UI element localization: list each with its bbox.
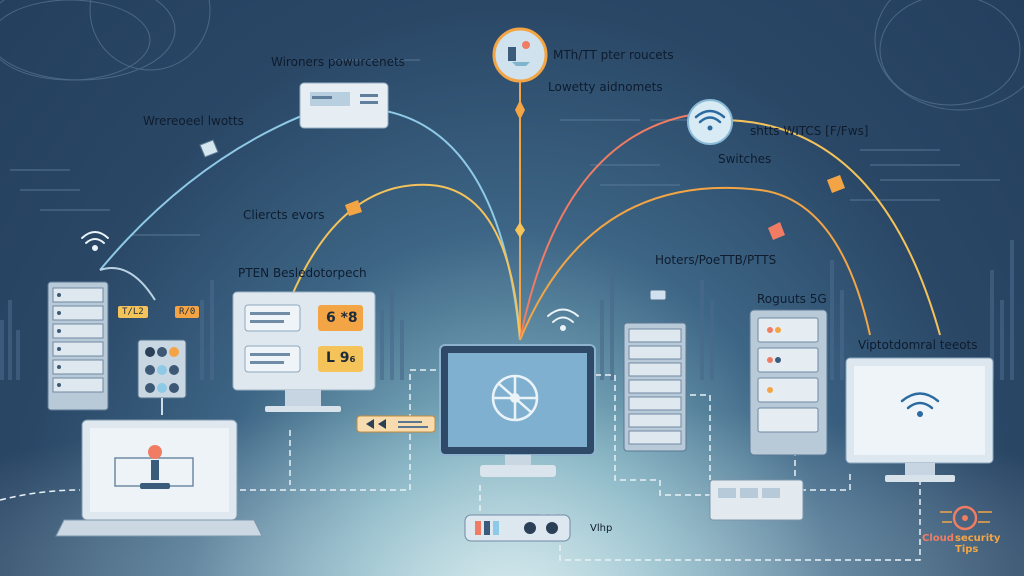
label-routers-5g: Roguuts 5G xyxy=(757,292,827,306)
bottom-router xyxy=(464,514,571,542)
server-rack-right xyxy=(749,309,828,456)
label-wireless-powercenters: Wironers powurcenets xyxy=(271,55,405,69)
server-rack-left xyxy=(47,281,109,411)
watermark-line2: security Tips xyxy=(955,533,1001,555)
label-lowest-adjustments: Lowetty aidnomets xyxy=(548,80,663,94)
right-monitor xyxy=(845,357,994,482)
label-stats-wfcs: shtts WITCS [F/Fws] xyxy=(750,124,869,138)
bar-skyline xyxy=(0,240,1014,380)
wifi-icon-left xyxy=(81,231,109,251)
arrow-connector xyxy=(356,415,436,433)
satellite-node xyxy=(492,27,548,83)
small-switch xyxy=(709,479,804,521)
server-rack-center xyxy=(623,322,687,452)
label-wireless-levels: Wrereoeel lwotts xyxy=(143,114,244,128)
panel-value-bottom: L 9₆ xyxy=(326,350,356,366)
top-router xyxy=(299,82,389,129)
label-virtual-tools: Viptotdomral teeots xyxy=(858,338,978,352)
label-vlan: Vlhp xyxy=(590,523,613,534)
code-lines xyxy=(10,59,1000,236)
decorative-swirls xyxy=(0,0,1024,111)
wifi-bubble xyxy=(687,99,733,145)
label-switches: Switches xyxy=(718,152,772,166)
wifi-icon-center xyxy=(547,308,579,331)
dashboard-monitor xyxy=(232,291,376,412)
connector-nodes xyxy=(199,100,845,301)
label-hosters: Hoters/PoeTTB/PTTS xyxy=(655,253,777,267)
panel-value-top: 6 *8 xyxy=(326,310,358,326)
label-top-routers: MTh/TT pter roucets xyxy=(553,48,674,62)
laptop xyxy=(55,419,263,537)
label-pten: PTEN Besledotorpech xyxy=(238,266,367,280)
badge-r0: R/0 xyxy=(175,306,200,318)
badge-t-l2: T/L2 xyxy=(118,306,148,318)
switch-module xyxy=(137,339,187,415)
label-clients-errors: Cliercts evors xyxy=(243,208,325,222)
central-monitor xyxy=(439,344,596,477)
watermark-line1: Cloud xyxy=(922,533,954,544)
brand-logo-icon xyxy=(940,505,992,531)
